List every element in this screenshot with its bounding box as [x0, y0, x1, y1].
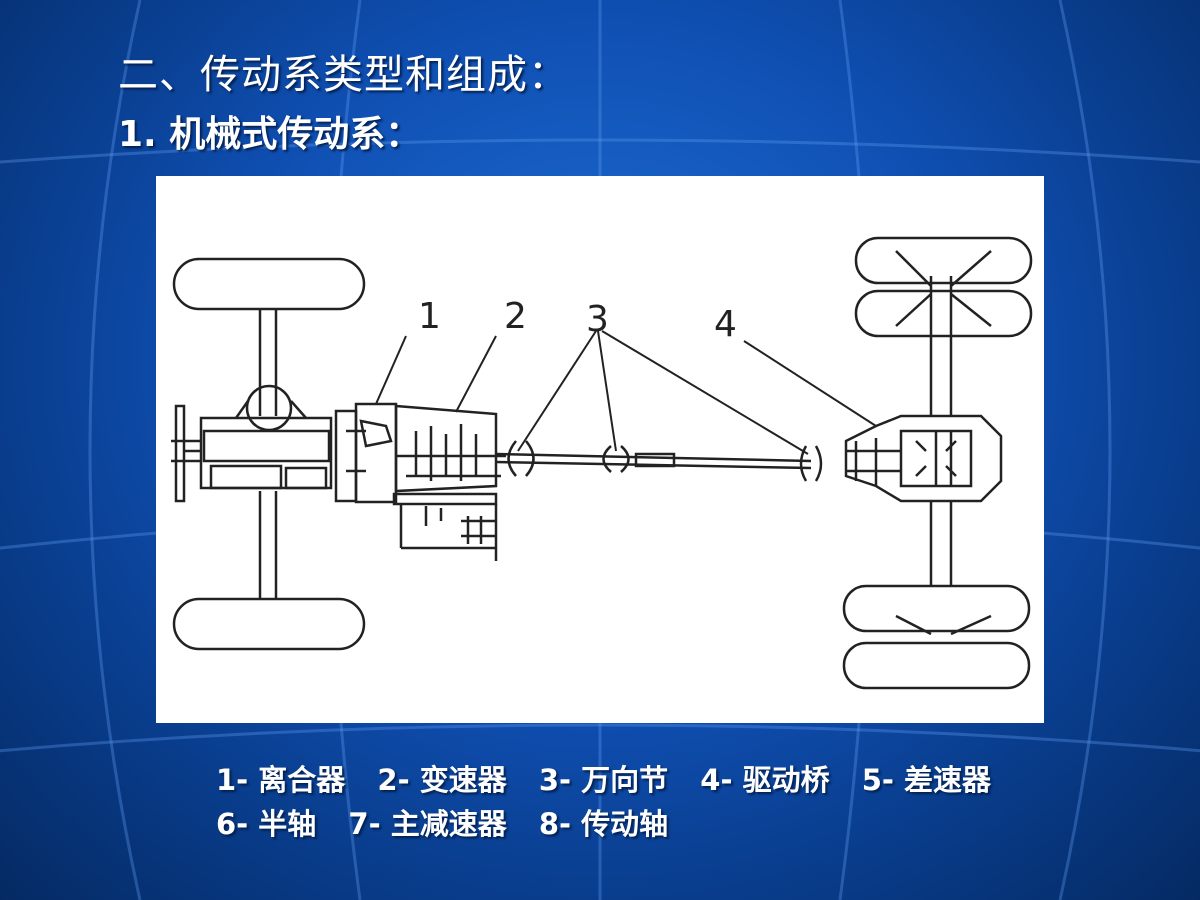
component-legend: 1- 离合器 2- 变速器 3- 万向节 4- 驱动桥 5- 差速器 6- 半轴…: [216, 758, 1013, 846]
slide-title: 二、传动系类型和组成：: [118, 52, 569, 98]
legend-item: 3- 万向节: [538, 763, 669, 797]
callout-3: 3: [586, 299, 609, 340]
drivetrain-diagram: 1 2 3 4: [156, 176, 1044, 723]
rear-right-outer-wheel: [842, 641, 1031, 690]
half-shafts: [929, 276, 953, 586]
callout-4: 4: [714, 304, 737, 345]
legend-row-1: 1- 离合器 2- 变速器 3- 万向节 4- 驱动桥 5- 差速器: [216, 758, 1013, 802]
legend-item: 7- 主减速器: [348, 807, 507, 841]
front-right-wheel: [172, 597, 366, 651]
legend-item: 5- 差速器: [861, 763, 991, 797]
legend-item: 8- 传动轴: [538, 807, 669, 841]
slide-subtitle: 1. 机械式传动系：: [118, 114, 422, 155]
drive-axle: [844, 414, 1003, 503]
rear-left-inner-wheel: [854, 289, 1033, 338]
rear-left-outer-wheel: [854, 236, 1033, 285]
front-left-wheel: [172, 257, 366, 311]
legend-row-2: 6- 半轴 7- 主减速器 8- 传动轴: [216, 802, 1013, 846]
rear-right-inner-wheel: [842, 584, 1031, 633]
gearbox: [392, 404, 506, 561]
engine: [171, 384, 333, 503]
drivetrain-schematic: 1 2 3 4: [171, 236, 1033, 690]
legend-item: 2- 变速器: [377, 763, 507, 797]
clutch: [334, 402, 398, 504]
callout-2: 2: [504, 296, 527, 337]
legend-item: 6- 半轴: [216, 807, 317, 841]
legend-item: 4- 驱动桥: [700, 763, 830, 797]
propeller-shaft: [495, 440, 823, 482]
callout-1: 1: [418, 296, 441, 337]
legend-item: 1- 离合器: [216, 763, 346, 797]
